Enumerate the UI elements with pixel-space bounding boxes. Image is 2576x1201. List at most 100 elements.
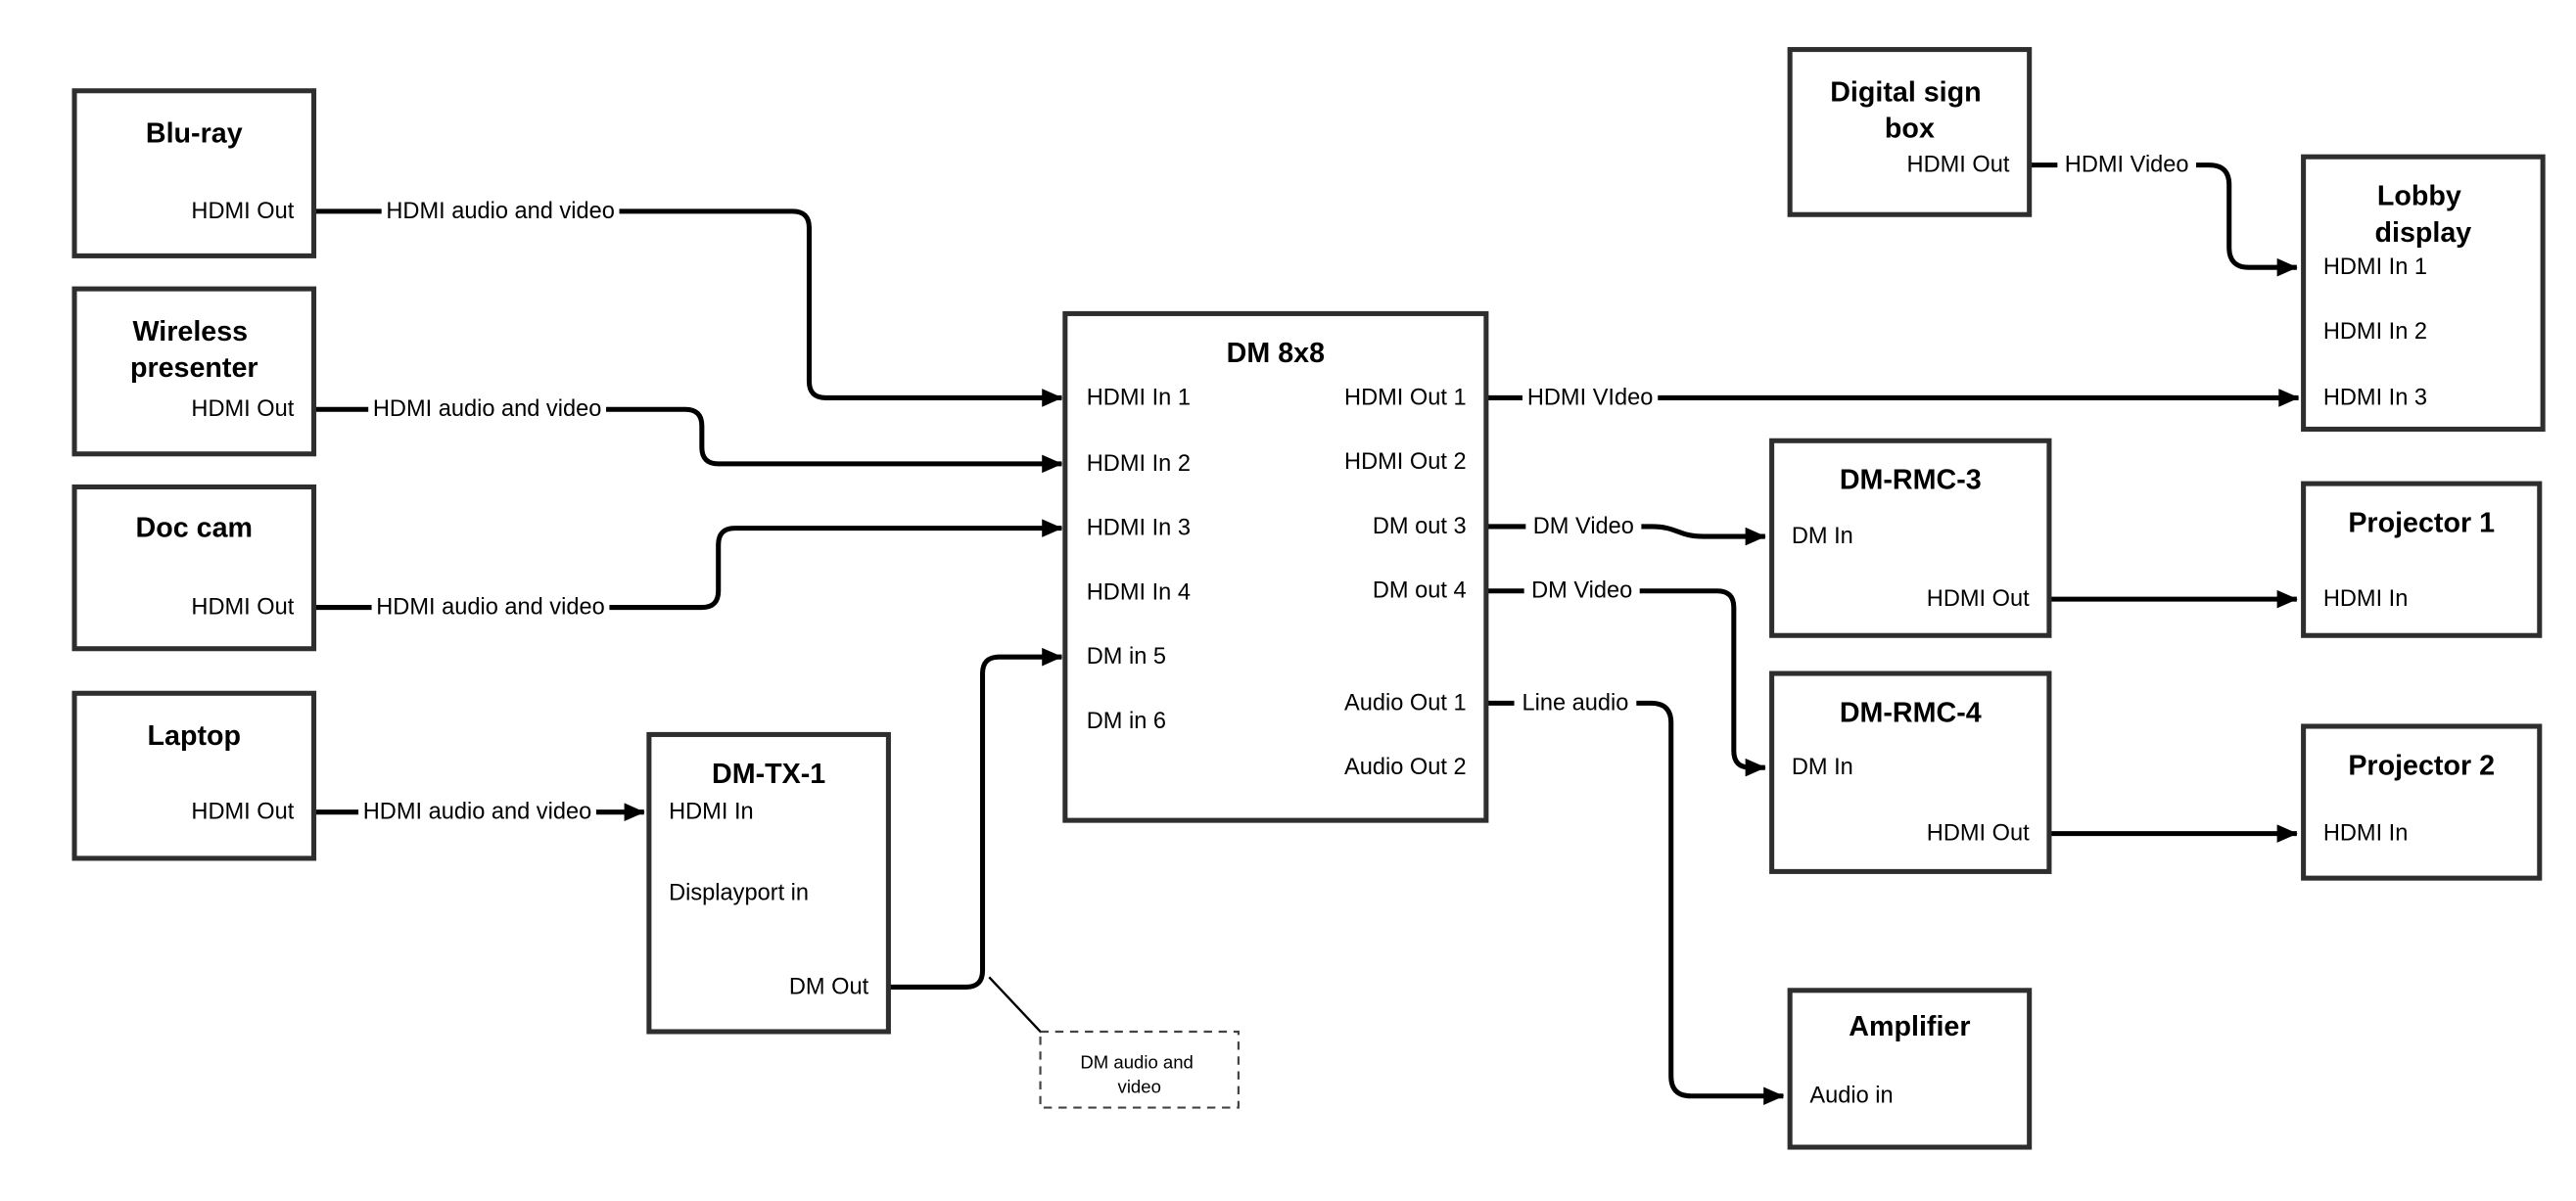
node-lobby-display: Lobby display HDMI In 1 HDMI In 2 HDMI I… [2301, 154, 2546, 432]
label-bg [1525, 510, 1642, 543]
port-rmc3-hdmi-out: HDMI Out [1927, 586, 2030, 612]
annotation-text: DM audio and video [1080, 1051, 1198, 1096]
port-dm8x8-dm-out-4: DM out 4 [1373, 578, 1467, 604]
port-dmtx1-dm-out: DM Out [789, 974, 869, 999]
connector-label-dm-video-out3: DM Video [1525, 510, 1642, 543]
node-box [71, 484, 317, 652]
node-projector-2: Projector 2 HDMI In [2301, 723, 2543, 881]
label-bg [358, 795, 596, 829]
node-doc-cam: Doc cam HDMI Out [71, 484, 317, 652]
label-text: HDMI audio and video [363, 800, 591, 825]
label-text: DM Video [1531, 578, 1632, 604]
label-text: HDMI audio and video [376, 595, 604, 621]
node-box [71, 690, 317, 861]
node-title: Doc cam [136, 513, 253, 544]
node-title: Lobby display [2375, 181, 2472, 249]
node-box [1787, 47, 2033, 217]
node-title: Wireless presenter [130, 316, 258, 384]
node-box [71, 88, 317, 258]
connector-label-hdmi-video-out1: HDMI VIdeo [1522, 381, 1659, 415]
node-box [1787, 988, 2033, 1150]
connector-wireless-to-dm8x8-hdmi-in-2 [313, 406, 1063, 474]
port-dm8x8-hdmi-out-1: HDMI Out 1 [1344, 385, 1467, 410]
port-dm8x8-hdmi-in-1: HDMI In 1 [1087, 385, 1191, 410]
connector-doccam-to-dm8x8-hdmi-in-3 [313, 519, 1063, 611]
port-projector1-hdmi-in: HDMI In [2323, 586, 2409, 612]
node-laptop: Laptop HDMI Out [71, 690, 317, 861]
port-dm8x8-dm-out-3: DM out 3 [1373, 514, 1467, 539]
label-text: HDMI audio and video [373, 396, 601, 422]
node-dm-rmc-4: DM-RMC-4 DM In HDMI Out [1769, 670, 2052, 874]
node-title: DM-RMC-4 [1840, 698, 1982, 729]
node-title: Projector 2 [2348, 750, 2495, 781]
connector-label-laptop: HDMI audio and video [358, 795, 596, 829]
port-laptop-hdmi-out: HDMI Out [191, 800, 294, 825]
connector-label-doccam: HDMI audio and video [371, 590, 610, 624]
node-title: Amplifier [1849, 1011, 1970, 1042]
port-dm8x8-hdmi-in-3: HDMI In 3 [1087, 516, 1191, 541]
node-title: DM 8x8 [1227, 338, 1325, 369]
node-title: Digital sign box [1830, 76, 1989, 144]
node-box [2301, 723, 2543, 881]
label-bg [2057, 148, 2197, 182]
label-text: DM Video [1533, 514, 1634, 539]
port-projector2-hdmi-in: HDMI In [2323, 821, 2409, 847]
label-text: HDMI audio and video [386, 199, 614, 224]
label-text: Line audio [1522, 690, 1628, 716]
node-wireless-presenter: Wireless presenter HDMI Out [71, 286, 317, 457]
port-bluray-hdmi-out: HDMI Out [191, 199, 294, 224]
label-bg [368, 393, 607, 427]
label-bg [1523, 574, 1640, 608]
connector-dmtx1-to-dm8x8-dm-in-5 [888, 647, 1063, 990]
node-box [1769, 438, 2052, 638]
port-dm8x8-hdmi-in-4: HDMI In 4 [1087, 579, 1191, 605]
port-digitalsign-hdmi-out: HDMI Out [1907, 153, 2010, 178]
label-bg [1522, 381, 1659, 415]
node-title: DM-RMC-3 [1840, 465, 1982, 496]
port-wireless-hdmi-out: HDMI Out [191, 396, 294, 422]
port-dm8x8-dm-in-5: DM in 5 [1087, 644, 1166, 670]
port-lobby-hdmi-in-1: HDMI In 1 [2323, 254, 2427, 280]
connector-label-wireless: HDMI audio and video [368, 393, 607, 427]
connector-bluray-to-dm8x8-hdmi-in-1 [313, 208, 1063, 407]
connector-digitalsign-to-lobby-hdmi-in-1 [2029, 162, 2298, 277]
node-box [646, 731, 891, 1035]
port-dmtx1-displayport-in: Displayport in [669, 880, 809, 905]
node-dm-8x8: DM 8x8 HDMI In 1 HDMI In 2 HDMI In 3 HDM… [1062, 310, 1489, 823]
connector-label-line-audio: Line audio [1514, 686, 1637, 720]
node-box [1769, 670, 2052, 874]
node-digital-sign-box: Digital sign box HDMI Out [1787, 47, 2033, 217]
node-title: DM-TX-1 [712, 759, 825, 790]
port-dm8x8-audio-out-2: Audio Out 2 [1344, 755, 1467, 780]
label-bg [1514, 686, 1637, 720]
annotation-box [1039, 1030, 1241, 1109]
connector-label-dm-video-out4: DM Video [1523, 574, 1640, 608]
port-lobby-hdmi-in-2: HDMI In 2 [2323, 319, 2427, 345]
connector-dm8x8-audio-out1-to-amplifier [1485, 700, 1785, 1106]
port-rmc4-hdmi-out: HDMI Out [1927, 821, 2030, 847]
node-box [71, 286, 317, 457]
connector-dm8x8-dm-out3-to-rmc3-dm-in [1485, 524, 1766, 546]
port-dm8x8-hdmi-in-2: HDMI In 2 [1087, 451, 1191, 477]
node-dm-tx-1: DM-TX-1 HDMI In Displayport in DM Out [646, 731, 891, 1035]
port-rmc4-dm-in: DM In [1792, 755, 1853, 780]
node-box [2301, 481, 2543, 638]
annotation-dm-audio-and-video: DM audio and video [1039, 1030, 1241, 1109]
node-amplifier: Amplifier Audio in [1787, 988, 2033, 1150]
port-dm8x8-audio-out-1: Audio Out 1 [1344, 690, 1467, 716]
label-bg [381, 194, 620, 228]
port-dm8x8-dm-in-6: DM in 6 [1087, 709, 1166, 734]
connector-label-bluray: HDMI audio and video [381, 194, 620, 228]
label-text: HDMI Video [2065, 153, 2189, 178]
node-box [2301, 154, 2546, 432]
node-box [1062, 310, 1489, 823]
node-dm-rmc-3: DM-RMC-3 DM In HDMI Out [1769, 438, 2052, 638]
node-projector-1: Projector 1 HDMI In [2301, 481, 2543, 638]
connector-label-hdmi-video-digitalsign: HDMI Video [2057, 148, 2197, 182]
port-doccam-hdmi-out: HDMI Out [191, 595, 294, 621]
port-lobby-hdmi-in-3: HDMI In 3 [2323, 385, 2427, 410]
port-dm8x8-hdmi-out-2: HDMI Out 2 [1344, 449, 1467, 475]
annotation-leader-line [988, 976, 1044, 1035]
node-title: Projector 1 [2348, 508, 2495, 539]
